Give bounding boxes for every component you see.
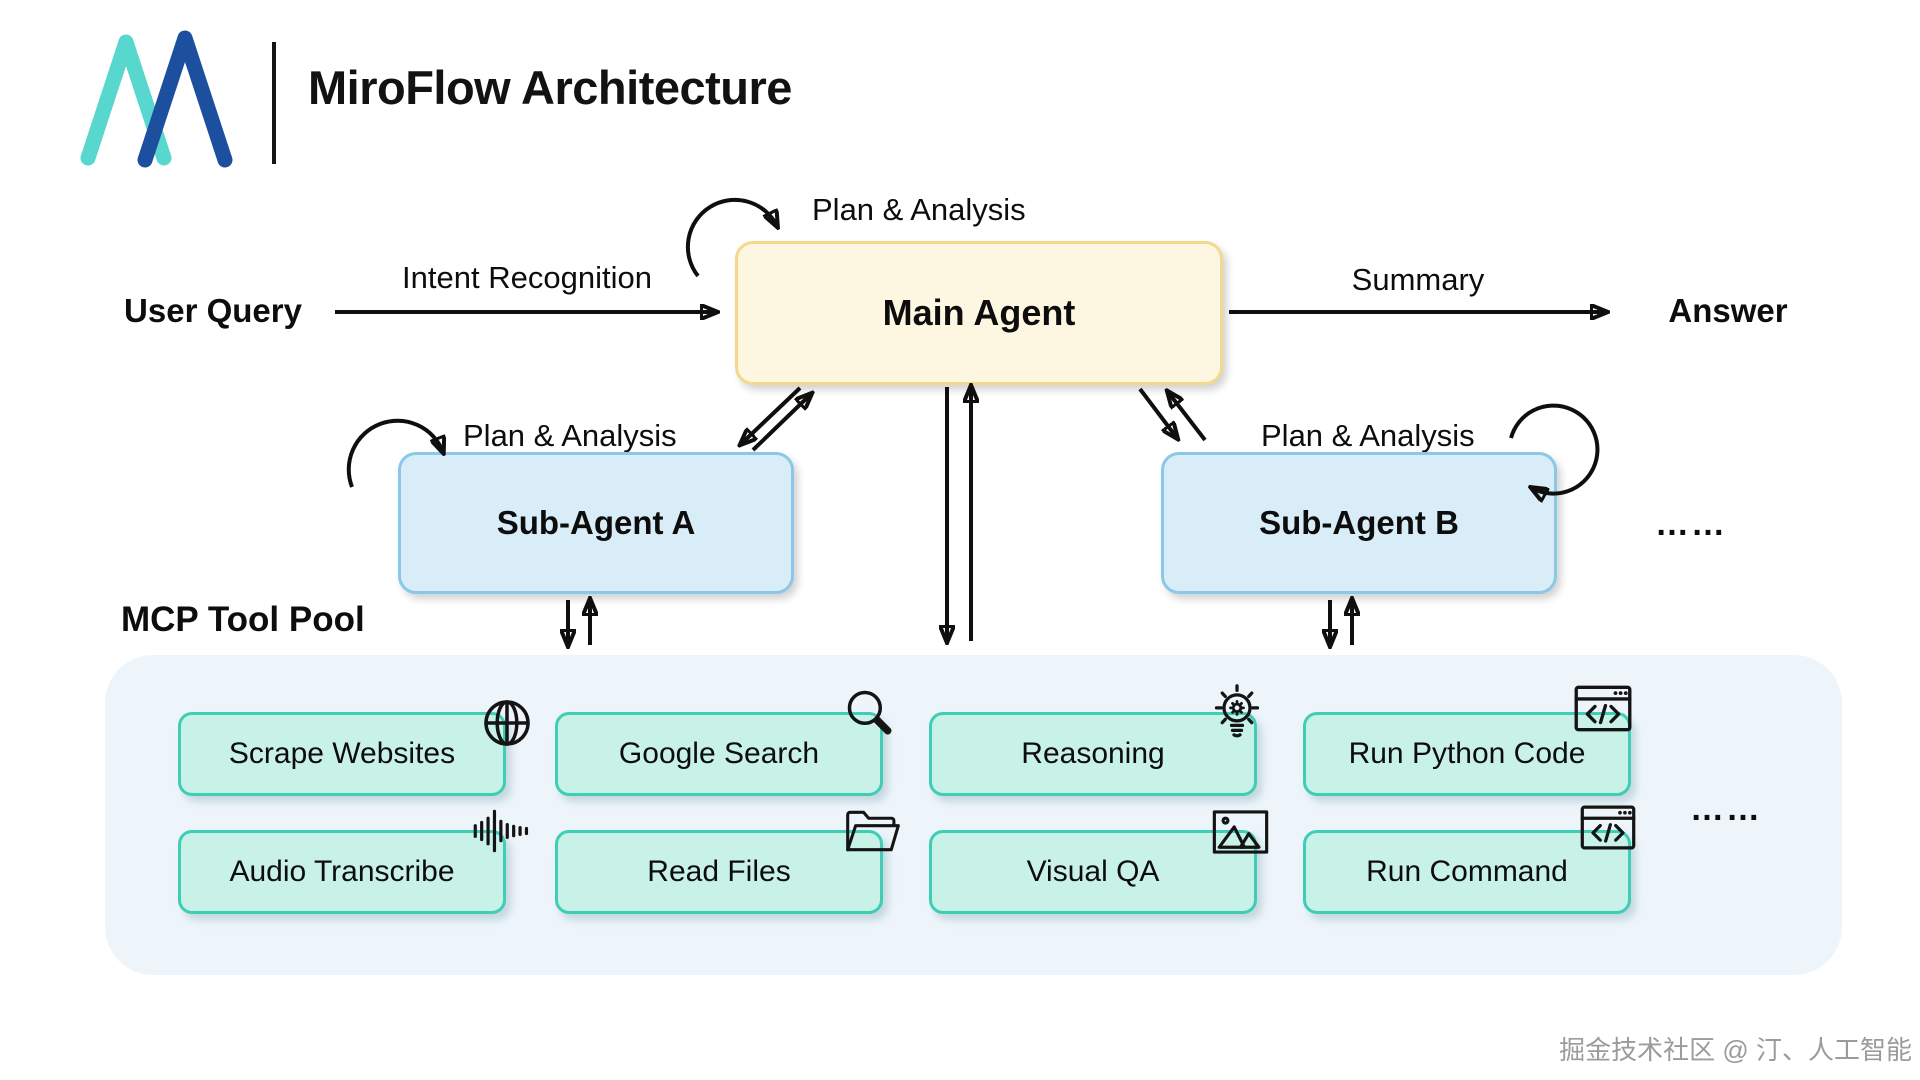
answer-label: Answer: [1668, 292, 1788, 329]
mcp-tool-pool-label: MCP Tool Pool: [121, 600, 365, 639]
sub-a-to-main-arrow: [751, 394, 811, 452]
intent-recognition-label: Intent Recognition: [402, 260, 652, 295]
tool-label: Google Search: [618, 737, 820, 770]
sub-agent-b-label: Sub-Agent B: [1259, 504, 1459, 541]
main-to-sub-a-arrow: [741, 386, 802, 444]
main-loop-label: Plan & Analysis: [812, 192, 1026, 227]
logo-divider: [272, 42, 276, 164]
sub-b-loop-label: Plan & Analysis: [1261, 418, 1475, 453]
tool-label: Read Files: [647, 855, 791, 888]
tool-label: Run Command: [1366, 855, 1568, 888]
summary-label: Summary: [1351, 262, 1485, 297]
more-tools-ellipsis: ……: [1690, 790, 1762, 828]
globe-icon: [484, 700, 530, 746]
sub-agent-b-box: Sub-Agent B: [1161, 452, 1557, 594]
search-icon: [847, 690, 892, 735]
lightbulb-gear-icon: [1214, 684, 1260, 738]
tool-visual-qa: Visual QA: [929, 810, 1269, 914]
page-title: MiroFlow Architecture: [308, 61, 792, 114]
tool-reasoning: Reasoning: [929, 684, 1260, 796]
main-agent-label: Main Agent: [882, 292, 1076, 333]
watermark: 掘金技术社区 @ 汀、人工智能: [1559, 1035, 1912, 1065]
tool-label: Visual QA: [1026, 855, 1160, 888]
code-window-icon: [1580, 805, 1636, 850]
waveform-icon: [473, 809, 529, 853]
more-agents-ellipsis: ……: [1655, 505, 1727, 543]
tool-read-files: Read Files: [555, 810, 900, 914]
tool-run-command: Run Command: [1303, 805, 1636, 914]
sub-agent-a-box: Sub-Agent A: [398, 452, 794, 594]
tool-run-python-code: Run Python Code: [1303, 685, 1632, 796]
mcp-tool-pool-container: [105, 655, 1842, 975]
sub-b-to-main-arrow: [1168, 392, 1207, 442]
miroflow-logo: [80, 30, 233, 168]
sub-a-loop-label: Plan & Analysis: [463, 418, 677, 453]
tool-label: Reasoning: [1021, 737, 1165, 770]
tool-label: Audio Transcribe: [229, 855, 455, 888]
main-to-sub-b-arrow: [1138, 387, 1177, 438]
image-icon: [1212, 810, 1269, 854]
tool-label: Run Python Code: [1348, 737, 1586, 770]
user-query-label: User Query: [124, 292, 302, 329]
tool-label: Scrape Websites: [228, 737, 456, 770]
main-agent-box: Main Agent: [735, 241, 1223, 385]
tool-google-search: Google Search: [555, 690, 892, 796]
code-window-icon: [1574, 685, 1632, 732]
logo-blue-chevron: [137, 30, 233, 168]
tool-audio-transcribe: Audio Transcribe: [178, 809, 529, 914]
sub-agent-a-label: Sub-Agent A: [496, 504, 696, 541]
folder-icon: [846, 810, 900, 852]
tool-scrape-websites: Scrape Websites: [178, 700, 530, 796]
